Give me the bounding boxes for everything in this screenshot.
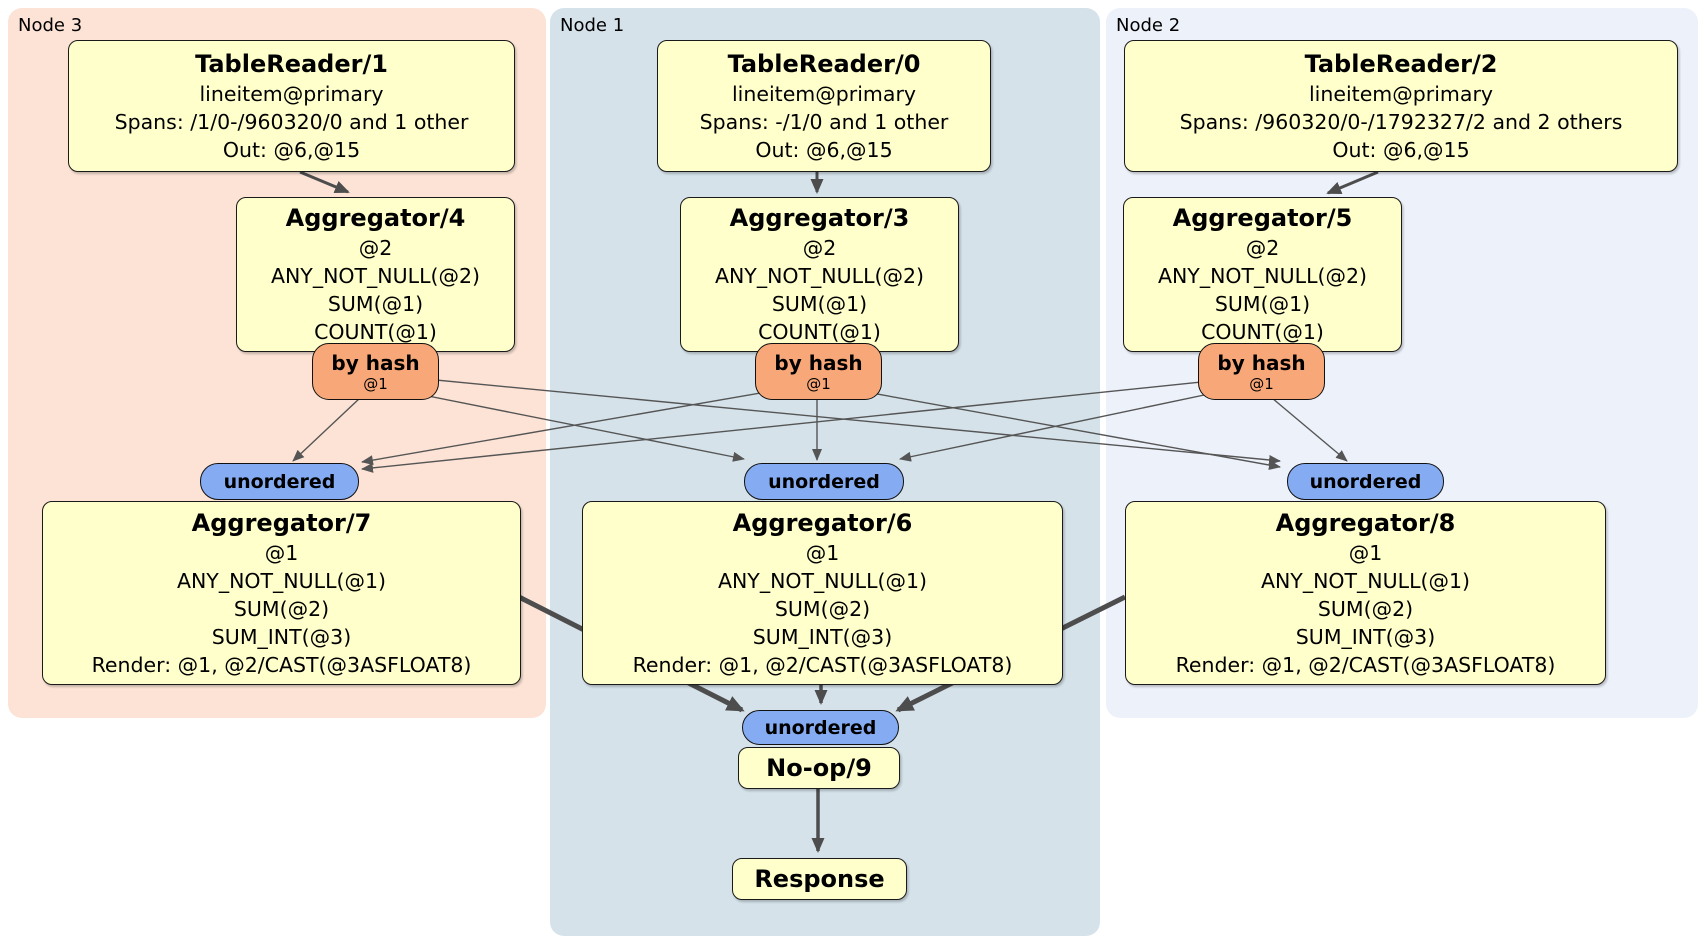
processor-detail: lineitem@primary [731, 81, 917, 106]
processor-detail: COUNT(@1) [1201, 320, 1324, 344]
router-label: by hash [774, 350, 863, 375]
processor-detail: lineitem@primary [199, 81, 384, 106]
router-by-hash-3: by hash @1 [1198, 343, 1325, 400]
processor-detail: Spans: /1/0-/960320/0 and 1 other [114, 109, 469, 134]
node-region-2-label: Node 2 [1116, 15, 1181, 36]
response-node: Response [732, 858, 907, 900]
processor-detail: @1 [805, 540, 840, 565]
processor-title: TableReader/1 [195, 49, 388, 78]
router-detail: @1 [1249, 374, 1274, 393]
processor-detail: ANY_NOT_NULL(@1) [717, 568, 928, 593]
processor-title: Aggregator/6 [732, 508, 913, 537]
sync-unordered-2: unordered [744, 463, 904, 500]
processor-detail: Render: @1, @2/CAST(@3ASFLOAT8) [1175, 652, 1556, 677]
processor-detail: @1 [264, 540, 299, 565]
sync-label: unordered [764, 716, 877, 739]
processor-detail: SUM(@1) [327, 292, 424, 316]
processor-detail: @2 [802, 236, 837, 260]
processor-detail: ANY_NOT_NULL(@1) [1260, 568, 1471, 593]
edge-tablereader-to-aggregator [299, 170, 1379, 195]
processor-detail: ANY_NOT_NULL(@2) [714, 264, 925, 288]
processor-aggregator-7: Aggregator/7 @1 ANY_NOT_NULL(@1) SUM(@2)… [42, 501, 521, 685]
processor-detail: ANY_NOT_NULL(@2) [1157, 264, 1368, 288]
processor-title: TableReader/0 [727, 49, 921, 78]
processor-detail: SUM_INT(@3) [1295, 624, 1436, 649]
processor-title: Aggregator/5 [1172, 204, 1353, 232]
processor-detail: @2 [358, 236, 393, 260]
sync-label: unordered [1309, 470, 1422, 493]
processor-detail: SUM(@2) [1317, 596, 1414, 621]
processor-aggregator-3: Aggregator/3 @2 ANY_NOT_NULL(@2) SUM(@1)… [680, 197, 959, 352]
processor-tablereader-0: TableReader/0 lineitem@primary Spans: -/… [657, 40, 991, 172]
sync-unordered-3: unordered [1287, 463, 1444, 500]
processor-title: Aggregator/7 [191, 508, 372, 537]
node-region-1-label: Node 1 [560, 15, 625, 36]
processor-detail: COUNT(@1) [758, 320, 881, 344]
router-label: by hash [331, 350, 420, 375]
router-label: by hash [1217, 350, 1306, 375]
processor-tablereader-2: TableReader/2 lineitem@primary Spans: /9… [1124, 40, 1678, 172]
processor-detail: Spans: -/1/0 and 1 other [699, 109, 949, 134]
processor-detail: ANY_NOT_NULL(@1) [176, 568, 387, 593]
sync-unordered-1: unordered [200, 463, 359, 500]
processor-title: Aggregator/3 [729, 204, 910, 232]
router-by-hash-2: by hash @1 [755, 343, 882, 400]
processor-detail: @1 [1348, 540, 1383, 565]
processor-title: Aggregator/8 [1275, 508, 1456, 537]
processor-aggregator-8: Aggregator/8 @1 ANY_NOT_NULL(@1) SUM(@2)… [1125, 501, 1606, 685]
processor-detail: Spans: /960320/0-/1792327/2 and 2 others [1179, 109, 1623, 134]
processor-detail: Out: @6,@15 [755, 137, 893, 162]
processor-detail: Out: @6,@15 [222, 137, 361, 162]
processor-detail: SUM(@2) [233, 596, 330, 621]
processor-detail: SUM(@1) [771, 292, 868, 316]
sync-label: unordered [768, 470, 880, 493]
processor-title: Aggregator/4 [285, 204, 466, 232]
processor-detail: ANY_NOT_NULL(@2) [270, 264, 481, 288]
processor-detail: SUM(@1) [1214, 292, 1311, 316]
processor-detail: Render: @1, @2/CAST(@3ASFLOAT8) [91, 652, 472, 677]
processor-detail: SUM_INT(@3) [752, 624, 893, 649]
processor-aggregator-5: Aggregator/5 @2 ANY_NOT_NULL(@2) SUM(@1)… [1123, 197, 1402, 352]
processor-title: Response [754, 864, 885, 893]
processor-aggregator-4: Aggregator/4 @2 ANY_NOT_NULL(@2) SUM(@1)… [236, 197, 515, 352]
processor-detail: lineitem@primary [1308, 81, 1494, 106]
router-detail: @1 [806, 374, 831, 393]
sync-label: unordered [223, 470, 336, 493]
processor-detail: @2 [1245, 236, 1280, 260]
processor-title: No-op/9 [766, 753, 872, 782]
router-detail: @1 [363, 374, 388, 393]
processor-detail: Out: @6,@15 [1332, 137, 1470, 162]
processor-aggregator-6: Aggregator/6 @1 ANY_NOT_NULL(@1) SUM(@2)… [582, 501, 1063, 685]
processor-detail: COUNT(@1) [314, 320, 437, 344]
edge-router-to-sync [292, 377, 1348, 473]
router-by-hash-1: by hash @1 [312, 343, 439, 400]
node-region-3-label: Node 3 [18, 15, 83, 36]
processor-detail: SUM(@2) [774, 596, 871, 621]
processor-title: TableReader/2 [1304, 49, 1498, 78]
processor-detail: Render: @1, @2/CAST(@3ASFLOAT8) [632, 652, 1013, 677]
processor-detail: SUM_INT(@3) [211, 624, 352, 649]
sync-unordered-final: unordered [742, 710, 899, 745]
processor-tablereader-1: TableReader/1 lineitem@primary Spans: /1… [68, 40, 515, 172]
processor-noop-9: No-op/9 [738, 747, 900, 789]
